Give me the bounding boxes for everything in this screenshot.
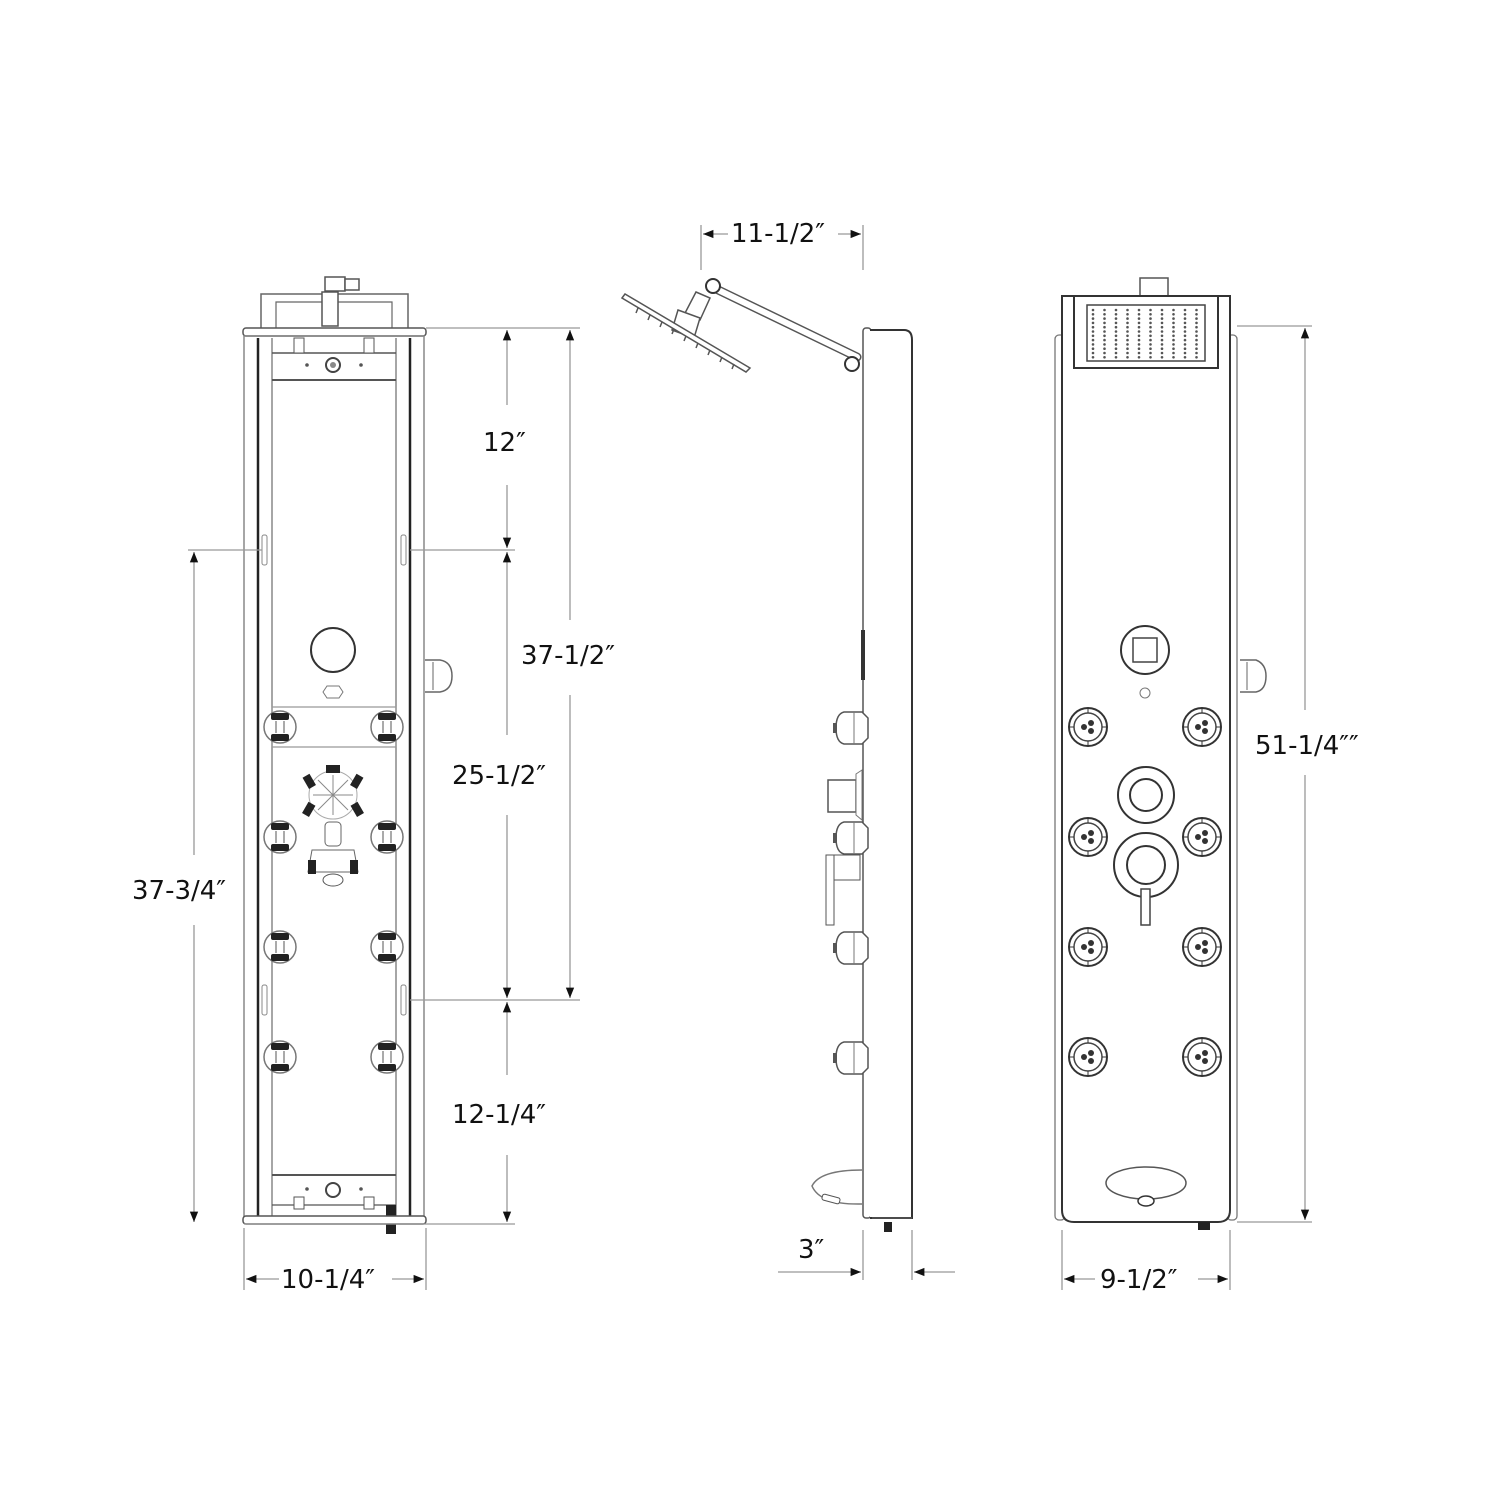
dim-rear-bottom-section: 12-1/4″	[450, 1100, 549, 1130]
rear-view-dimensions	[188, 328, 580, 1290]
dim-rear-jet-span: 25-1/2″	[450, 761, 549, 791]
front-view-dimensions	[1062, 326, 1312, 1290]
dim-side-depth: 3″	[796, 1235, 827, 1265]
dim-rear-width: 10-1/4″	[279, 1265, 378, 1295]
side-view	[622, 279, 912, 1232]
diverter-manifold	[302, 765, 364, 886]
dim-front-width: 9-1/2″	[1098, 1265, 1180, 1295]
dim-rear-mount-height: 37-3/4″	[130, 876, 229, 906]
front-view	[1055, 278, 1266, 1230]
dim-side-arm-reach: 11-1/2″	[729, 219, 828, 249]
rear-view	[243, 277, 452, 1234]
dim-rear-mid-span: 37-1/2″	[519, 641, 618, 671]
rain-nozzle-grid	[1091, 308, 1198, 359]
dim-rear-top-section: 12″	[481, 428, 528, 458]
dim-front-height: 51-1/4″″	[1253, 731, 1361, 761]
side-view-dimensions	[701, 225, 955, 1280]
